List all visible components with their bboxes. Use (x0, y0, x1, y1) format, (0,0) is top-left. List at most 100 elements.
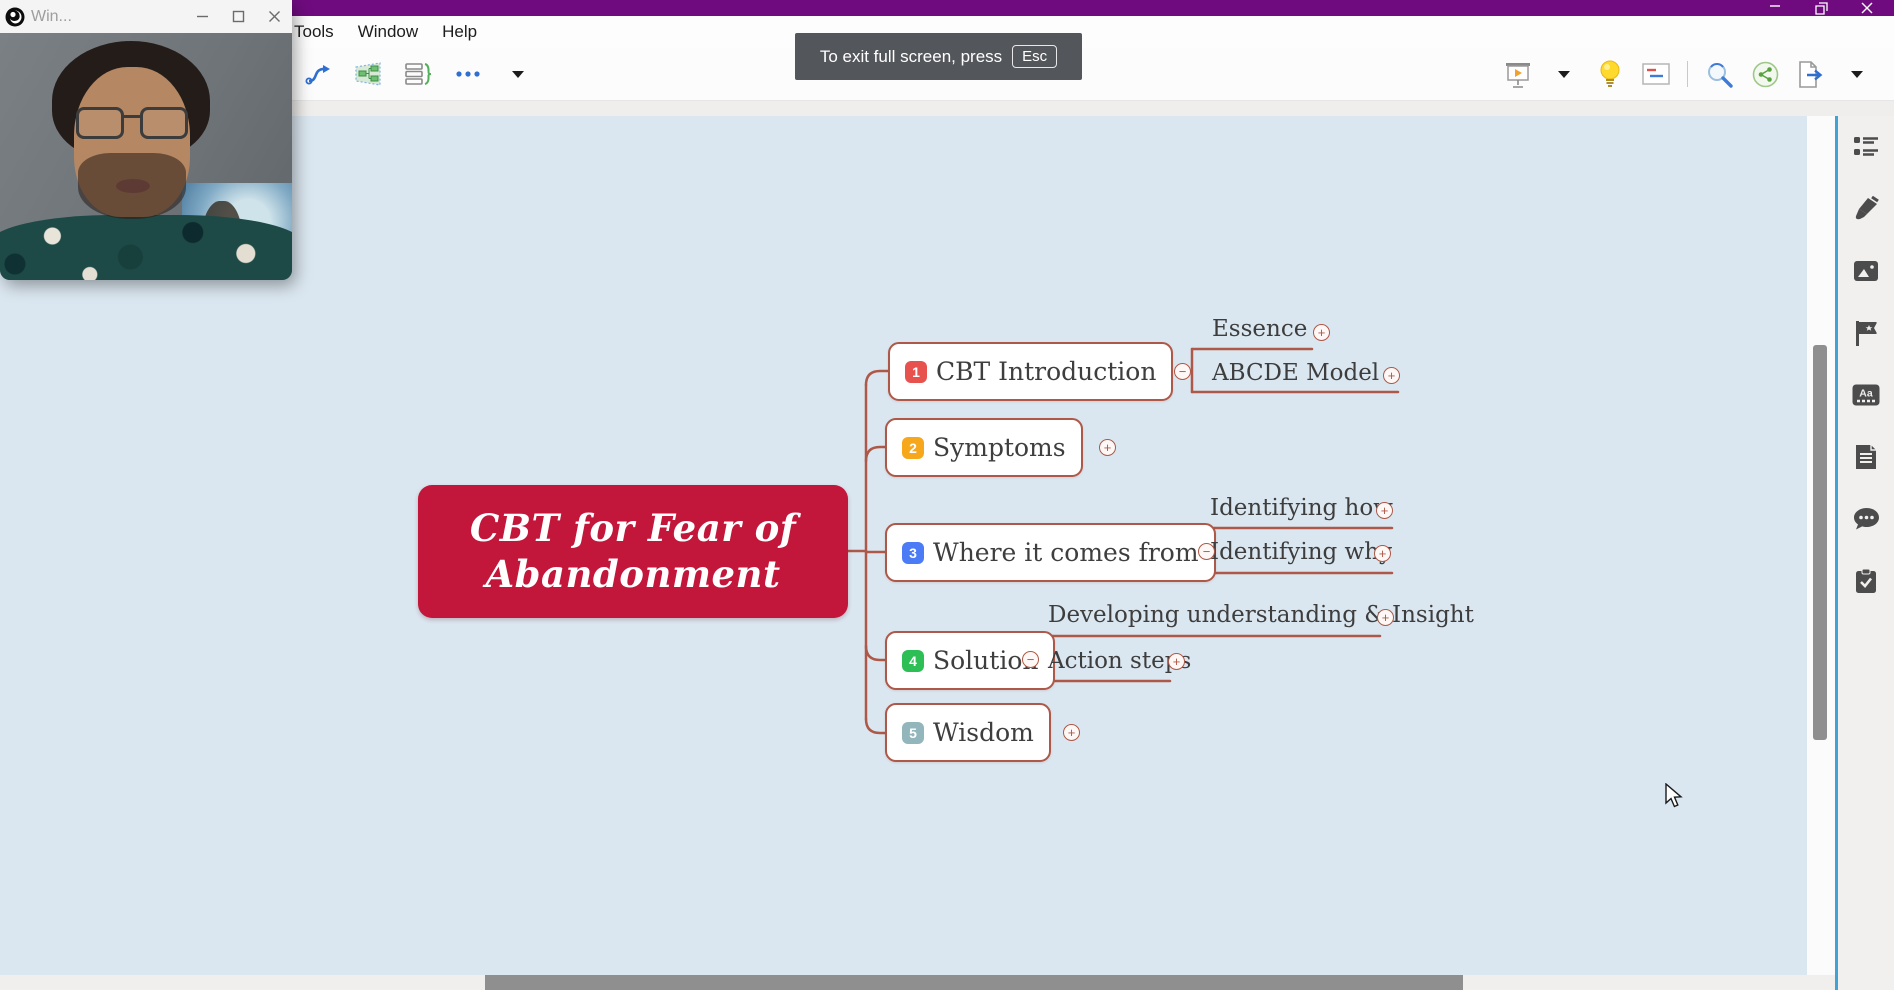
comments-panel-button[interactable] (1851, 504, 1881, 534)
menu-window[interactable]: Window (357, 22, 419, 41)
tips-lightbulb-icon (1600, 60, 1620, 87)
person-glasses (76, 107, 188, 141)
zoom-search-button[interactable] (1704, 59, 1734, 89)
note-card-icon (1642, 63, 1670, 85)
presentation-icon (1506, 62, 1530, 88)
markers-panel-button[interactable] (1851, 318, 1881, 348)
priority-badge: 4 (902, 649, 924, 672)
export-icon (1799, 60, 1823, 88)
webcam-overlay-window[interactable]: Win... (0, 0, 292, 280)
summary-button[interactable] (403, 59, 433, 89)
minimize-icon (196, 15, 208, 18)
expand-button[interactable] (1063, 724, 1080, 741)
topic-where-it-comes-from[interactable]: 3 Where it comes from (885, 523, 1216, 582)
export-button[interactable] (1796, 59, 1826, 89)
share-icon (1752, 61, 1778, 87)
subtopic-identifying-how[interactable]: Identifying how (1210, 495, 1393, 521)
format-panel-button[interactable] (1851, 132, 1881, 162)
tips-button[interactable] (1595, 59, 1625, 89)
close-icon (1861, 2, 1873, 14)
expand-button[interactable] (1383, 367, 1400, 384)
notes-panel-button[interactable] (1851, 442, 1881, 472)
minimize-icon (1770, 5, 1780, 7)
fullscreen-toast: To exit full screen, press Esc (795, 33, 1082, 80)
expand-button[interactable] (1168, 653, 1185, 670)
more-options-button[interactable] (453, 59, 483, 89)
structure-button[interactable] (353, 59, 383, 89)
window-minimize-button[interactable] (1752, 0, 1798, 16)
expand-button[interactable] (1099, 439, 1116, 456)
horizontal-scrollbar[interactable] (485, 975, 1463, 990)
window-restore-button[interactable] (1798, 0, 1844, 16)
window-close-button[interactable] (1844, 0, 1890, 16)
menu-tools[interactable]: Tools (294, 22, 334, 41)
theme-panel-button[interactable] (1851, 194, 1881, 224)
expand-button[interactable] (1377, 609, 1394, 626)
theme-brush-icon (1855, 196, 1879, 220)
dropdown-caret-icon (512, 70, 524, 78)
person-mouth (116, 179, 150, 193)
expand-button[interactable] (1313, 324, 1330, 341)
relationship-button[interactable] (303, 59, 333, 89)
subtopic-abcde-model[interactable]: ABCDE Model (1212, 360, 1380, 386)
toolbar-dropdown-button[interactable] (503, 59, 533, 89)
toolbar-gutter (0, 101, 1894, 116)
collapse-button[interactable] (1022, 651, 1039, 668)
subtopic-essence[interactable]: Essence (1212, 316, 1308, 342)
app-title-bar (0, 0, 1894, 16)
toast-message: To exit full screen, press (819, 46, 1003, 66)
topic-label: Where it comes from (933, 538, 1199, 567)
marker-flag-icon (1856, 321, 1877, 346)
close-icon (268, 11, 280, 22)
more-options-icon (456, 71, 480, 77)
comments-icon (1853, 508, 1879, 530)
mouse-cursor (1664, 782, 1686, 814)
labels-panel-button[interactable]: Aa (1851, 380, 1881, 410)
topic-label: Symptoms (933, 433, 1066, 462)
esc-keycap: Esc (1012, 45, 1058, 68)
image-icon (1854, 261, 1878, 281)
zoom-search-icon (1707, 62, 1733, 88)
canvas-border (1835, 114, 1838, 990)
restore-icon (1814, 1, 1828, 15)
topic-wisdom[interactable]: 5 Wisdom (885, 703, 1051, 762)
task-panel-button[interactable] (1851, 566, 1881, 596)
task-clipboard-icon (1856, 568, 1876, 593)
summary-icon (405, 63, 432, 85)
right-sidebar: Aa (1838, 116, 1894, 990)
webcam-minimize-button[interactable] (184, 0, 220, 33)
svg-text:Aa: Aa (1859, 388, 1873, 400)
export-dropdown-button[interactable] (1842, 59, 1872, 89)
topic-symptoms[interactable]: 2 Symptoms (885, 418, 1083, 477)
topic-label: Wisdom (933, 718, 1034, 747)
vertical-scrollbar[interactable] (1813, 345, 1827, 740)
webcam-window-titlebar[interactable]: Win... (0, 0, 292, 33)
topic-cbt-introduction[interactable]: 1 CBT Introduction (888, 342, 1174, 401)
webcam-close-button[interactable] (256, 0, 292, 33)
illustrations-panel-button[interactable] (1851, 256, 1881, 286)
topic-label: Solution (933, 646, 1039, 675)
webcam-window-title: Win... (31, 7, 72, 25)
dropdown-caret-icon (1558, 70, 1570, 78)
obs-logo-icon (5, 7, 25, 26)
menu-help[interactable]: Help (442, 22, 478, 41)
webcam-maximize-button[interactable] (220, 0, 256, 33)
priority-badge: 3 (902, 541, 924, 564)
central-topic[interactable]: CBT for Fear of Abandonment (418, 485, 848, 618)
share-button[interactable] (1750, 59, 1780, 89)
notes-icon (1856, 445, 1876, 469)
toolbar-divider (1687, 61, 1688, 87)
expand-button[interactable] (1376, 502, 1393, 519)
collapse-button[interactable] (1198, 543, 1215, 560)
presentation-dropdown-button[interactable] (1549, 59, 1579, 89)
priority-badge: 5 (902, 721, 924, 744)
topic-label: CBT Introduction (936, 357, 1157, 386)
collapse-button[interactable] (1174, 363, 1191, 380)
presentation-button[interactable] (1503, 59, 1533, 89)
relationship-icon (305, 65, 330, 85)
subtopic-developing-understanding[interactable]: Developing understanding & Insight (1048, 602, 1474, 628)
expand-button[interactable] (1374, 545, 1391, 562)
subtopic-identifying-why[interactable]: Identifying why (1210, 539, 1393, 565)
note-card-button[interactable] (1641, 59, 1671, 89)
